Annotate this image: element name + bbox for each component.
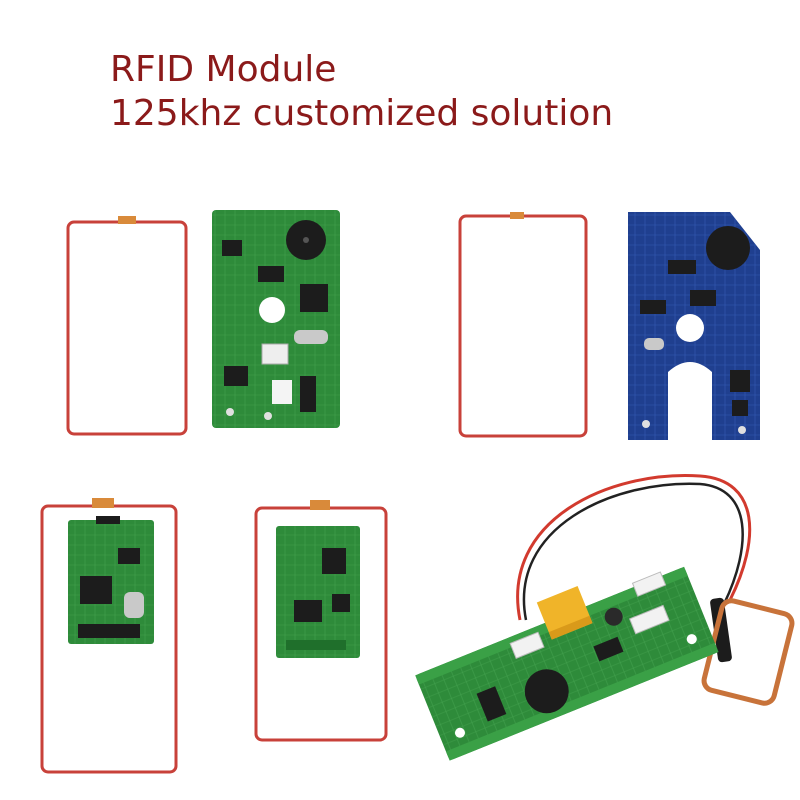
module-1-coil-joint [118, 216, 136, 224]
connector [631, 571, 667, 597]
module-3-board [68, 516, 154, 644]
buzzer [706, 226, 750, 270]
headline: RFID Module 125khz customized solution [110, 48, 613, 136]
module-5-cable-black [522, 482, 744, 621]
module-1 [66, 210, 340, 436]
module-1-coil [66, 220, 188, 436]
chip [730, 370, 750, 392]
chip [668, 260, 696, 274]
module-1-board [212, 210, 340, 428]
dip-switch [476, 686, 507, 722]
module-2 [458, 212, 760, 440]
chip [640, 300, 666, 314]
headline-line-1: RFID Module [110, 49, 337, 90]
chip [593, 636, 624, 662]
chip [322, 548, 346, 574]
crystal [644, 338, 664, 350]
buzzer [524, 669, 569, 714]
capacitor [604, 607, 623, 626]
connector [261, 343, 289, 365]
chip [224, 366, 248, 386]
chip [222, 240, 242, 256]
chip [732, 400, 748, 416]
pin-header [78, 624, 140, 638]
module-2-coil-joint [510, 212, 524, 219]
chip [80, 576, 112, 604]
module-4-board [276, 526, 360, 658]
chip [300, 284, 328, 312]
chip [690, 290, 716, 306]
headline-line-2: 125khz customized solution [110, 93, 614, 134]
module-5-board [415, 566, 719, 761]
module-5-sleeve [710, 597, 732, 663]
chip [300, 376, 316, 412]
chip [294, 600, 322, 622]
module-2-board [628, 212, 760, 440]
crystal [124, 592, 144, 618]
chip [258, 266, 284, 282]
module-4 [254, 500, 388, 742]
connector [509, 631, 545, 659]
mounting-hole [259, 297, 285, 323]
mounting-hole [676, 314, 704, 342]
module-3 [40, 498, 178, 774]
connector [629, 604, 670, 635]
module-5-cable-red [516, 474, 752, 621]
chip [332, 594, 350, 612]
chip [118, 548, 140, 564]
module-2-coil [458, 214, 588, 438]
module-5 [415, 474, 795, 761]
crystal [294, 330, 328, 344]
